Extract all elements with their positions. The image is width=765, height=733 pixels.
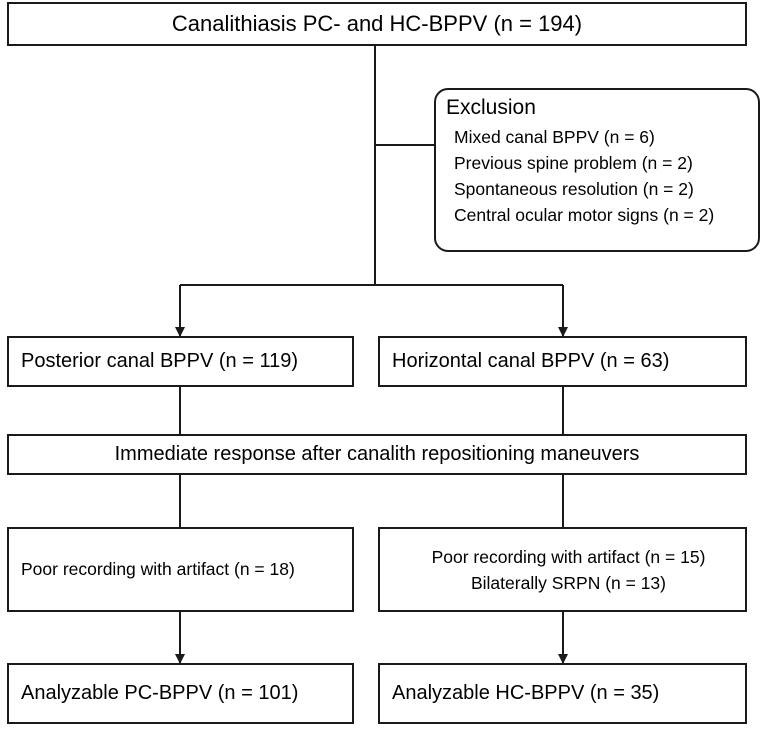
exclusion-box: Exclusion Mixed canal BPPV (n = 6) Previ…: [434, 88, 760, 252]
exclusion-item: Mixed canal BPPV (n = 6): [454, 127, 655, 147]
exclusion-item: Previous spine problem (n = 2): [454, 153, 693, 173]
pc-final-label: Analyzable PC-BPPV (n = 101): [21, 682, 299, 704]
response-box: Immediate response after canalith reposi…: [7, 434, 747, 475]
exclusion-item: Central ocular motor signs (n = 2): [454, 205, 715, 225]
posterior-canal-box: Posterior canal BPPV (n = 119): [7, 336, 354, 387]
exclusion-title: Exclusion: [446, 96, 536, 119]
response-label: Immediate response after canalith reposi…: [114, 443, 640, 465]
hc-exclusion-box: Poor recording with artifact (n = 15) Bi…: [378, 527, 747, 612]
horizontal-canal-box: Horizontal canal BPPV (n = 63): [378, 336, 747, 387]
pc-exclusion-box: Poor recording with artifact (n = 18): [7, 527, 354, 612]
hc-exclusion-item: Poor recording with artifact (n = 15): [431, 546, 706, 567]
exclusion-item: Spontaneous resolution (n = 2): [454, 179, 694, 199]
total-cohort-label: Canalithiasis PC- and HC-BPPV (n = 194): [171, 11, 583, 36]
hc-final-box: Analyzable HC-BPPV (n = 35): [378, 663, 747, 724]
horizontal-canal-label: Horizontal canal BPPV (n = 63): [392, 350, 670, 372]
pc-final-box: Analyzable PC-BPPV (n = 101): [7, 663, 354, 724]
hc-exclusion-item: Bilaterally SRPN (n = 13): [470, 572, 666, 593]
posterior-canal-label: Posterior canal BPPV (n = 119): [21, 350, 298, 372]
pc-exclusion-item: Poor recording with artifact (n = 18): [21, 559, 295, 579]
hc-final-label: Analyzable HC-BPPV (n = 35): [392, 682, 660, 704]
total-cohort-box: Canalithiasis PC- and HC-BPPV (n = 194): [7, 2, 747, 46]
